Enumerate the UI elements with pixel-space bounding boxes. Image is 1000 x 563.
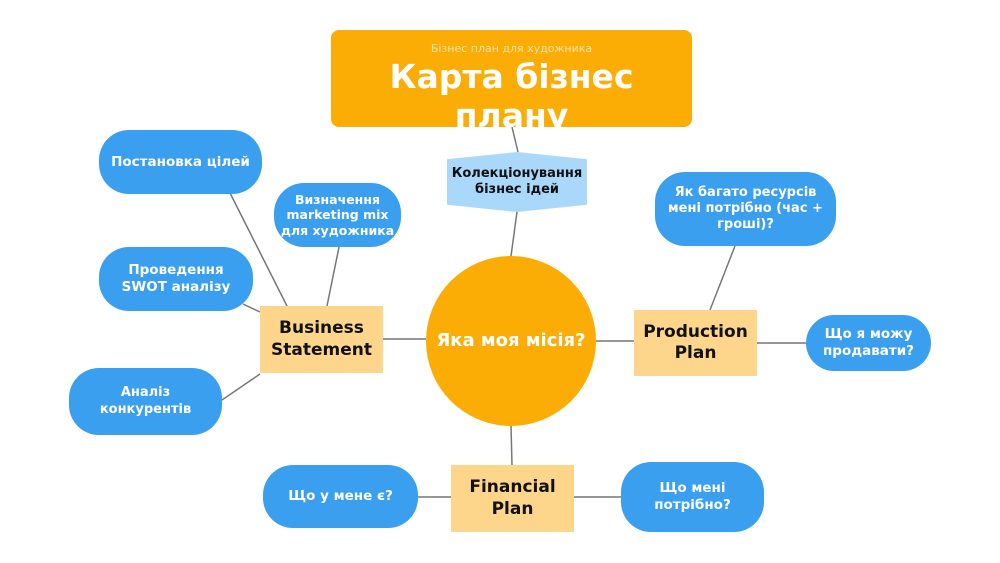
business-statement-node: Business Statement [260, 306, 383, 373]
connector [221, 373, 261, 401]
connector [229, 192, 288, 307]
main-title: Карта бізнес плану [389, 57, 634, 135]
connector [510, 211, 518, 257]
connector [511, 126, 519, 153]
mission-node: Яка моя місія? [426, 256, 596, 426]
swot-node: Проведення SWOT аналізу [99, 247, 253, 311]
resources-node: Як багато ресурсів мені потрібно (час + … [655, 172, 836, 246]
goal-setting-node: Постановка цілей [99, 130, 262, 194]
financial-plan-node: Financial Plan [451, 465, 574, 532]
what-to-sell-node: Що я можу продавати? [806, 315, 931, 371]
marketing-mix-node: Визначення marketing mix для художника [274, 183, 401, 247]
title-box: Бізнес план для художника Карта бізнес п… [331, 30, 692, 135]
subtitle: Бізнес план для художника [430, 42, 593, 55]
production-plan-node: Production Plan [634, 310, 757, 376]
connector [326, 246, 340, 307]
connector [242, 303, 261, 313]
what-i-have-node: Що у мене є? [263, 465, 418, 528]
connector [510, 425, 513, 466]
connector [709, 245, 736, 311]
competitor-analysis-node: Аналіз конкурентів [69, 368, 222, 435]
idea-node: Колекціонування бізнес ідей [447, 152, 587, 212]
what-i-need-node: Що мені потрібно? [621, 462, 764, 532]
